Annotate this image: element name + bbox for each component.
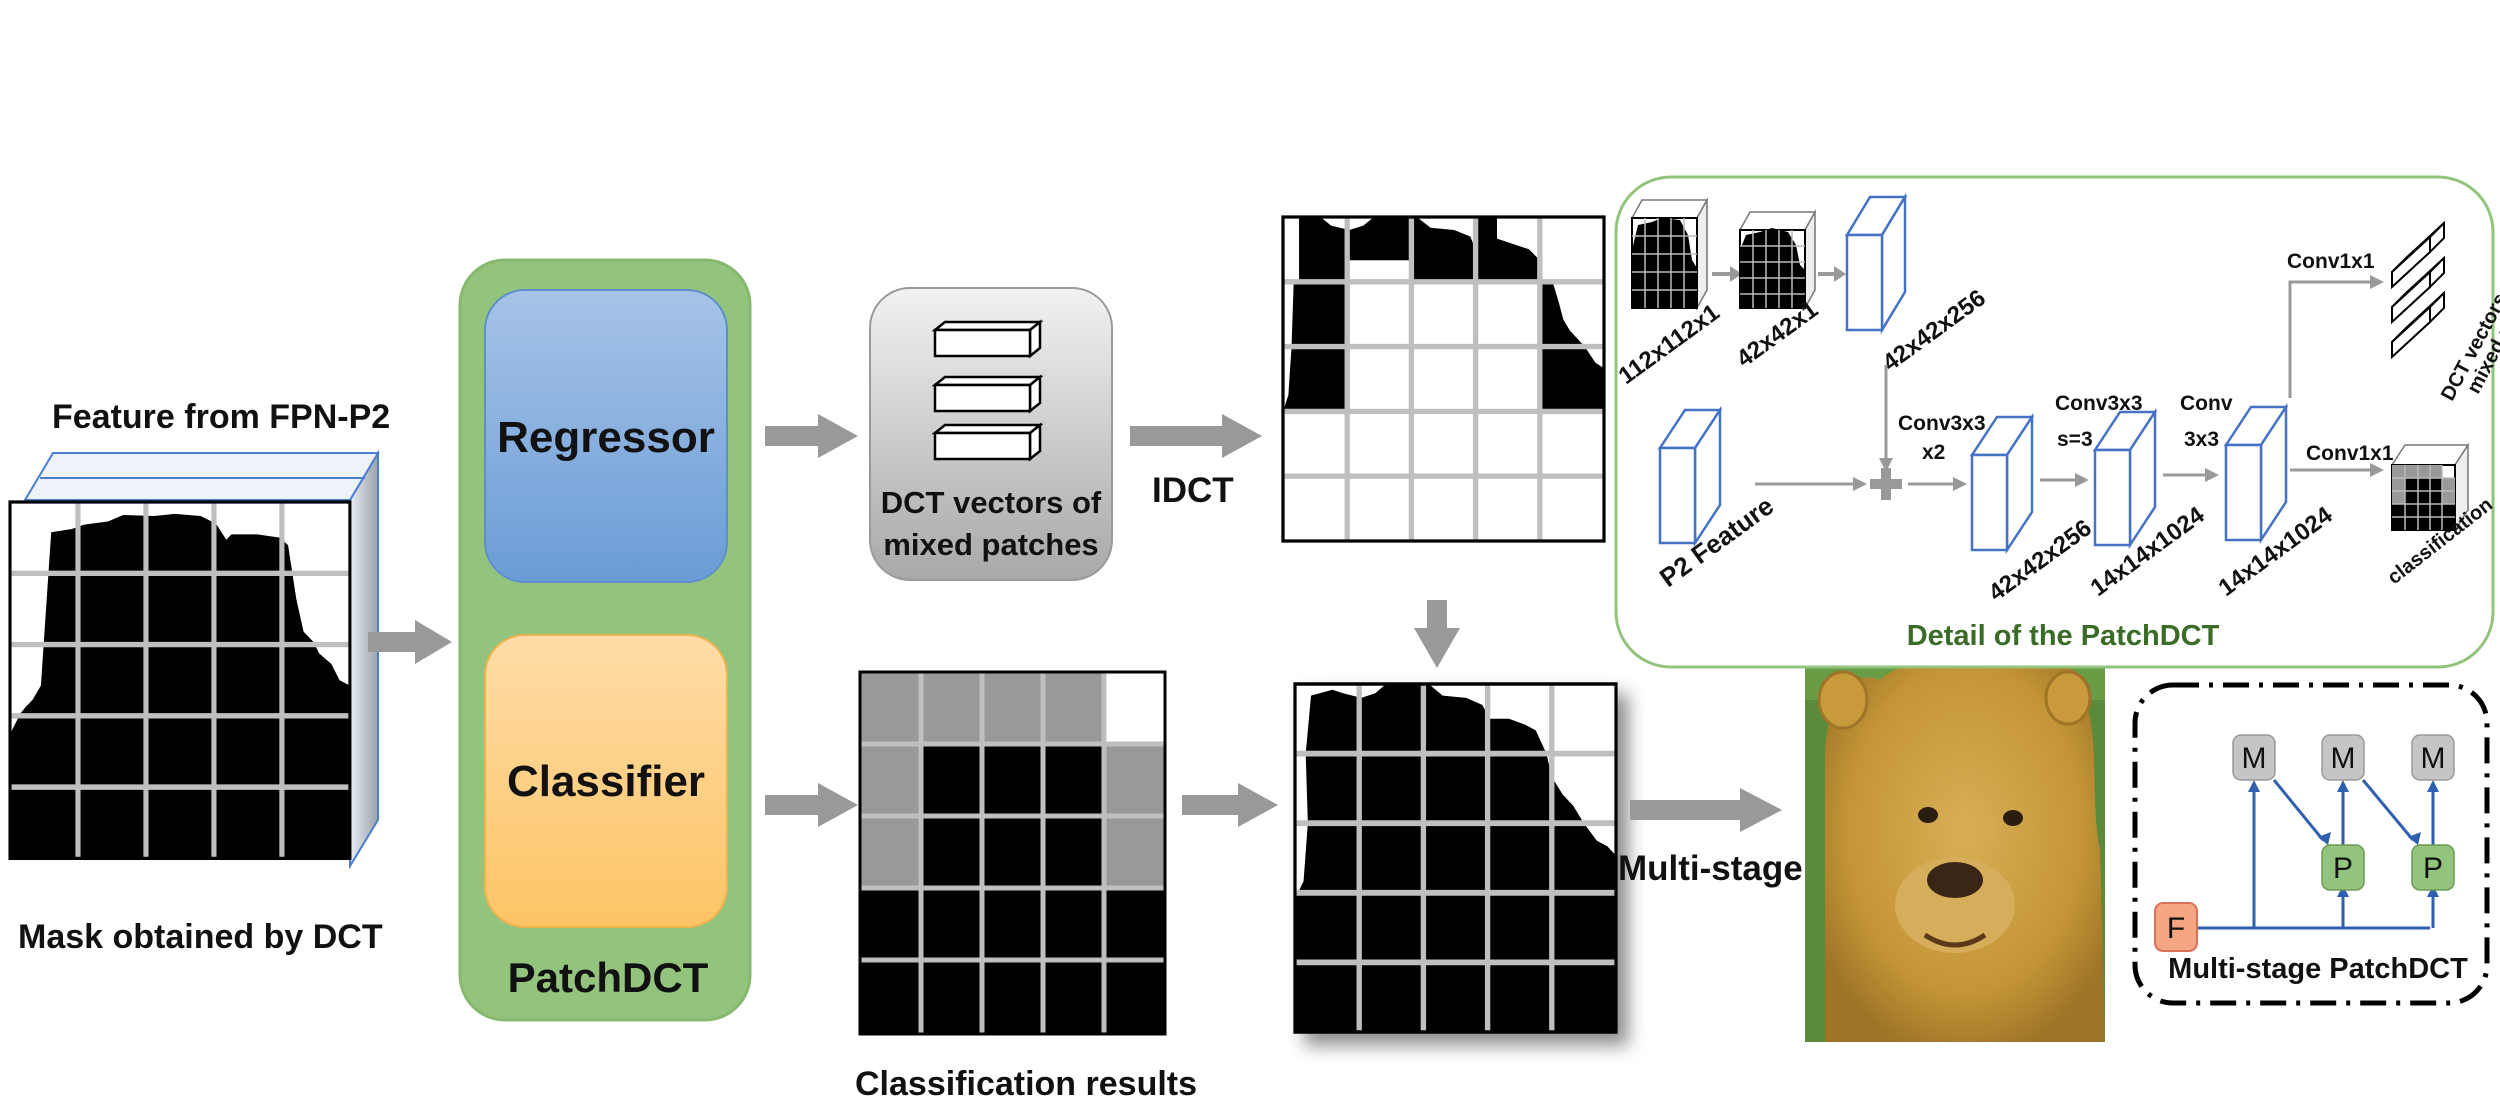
dct-vectors-line2: mixed patches bbox=[883, 527, 1098, 562]
arrow-results-to-final bbox=[1182, 783, 1278, 827]
patchdct-label: PatchDCT bbox=[508, 954, 709, 1001]
mask-obtained-by-dct bbox=[8, 500, 352, 861]
detail-p2-feature-cube bbox=[1657, 405, 1723, 548]
k3x3-label: 3x3 bbox=[2184, 428, 2219, 451]
arrow-multi-stage bbox=[1630, 788, 1782, 832]
detail-title: Detail of the PatchDCT bbox=[1907, 620, 2220, 652]
regressor-label: Regressor bbox=[497, 413, 715, 462]
regressor-box bbox=[484, 289, 728, 583]
detail-cube-14x1024-b bbox=[2223, 402, 2289, 545]
multi-stage-label: Multi-stage bbox=[1618, 849, 1803, 888]
detail-mask-42 bbox=[1738, 209, 1817, 311]
arrow-to-patchdct bbox=[368, 620, 452, 664]
dct-vectors-line1: DCT vectors of bbox=[881, 485, 1102, 520]
arrow-idct bbox=[1130, 414, 1262, 458]
detail-arrow-2 bbox=[1818, 266, 1846, 282]
multistage-p2: P bbox=[2423, 852, 2443, 885]
arrow-regressor-to-dct bbox=[765, 414, 858, 458]
final-mask bbox=[1293, 682, 1618, 1034]
detail-arrow-1 bbox=[1712, 266, 1742, 282]
multistage-m3: M bbox=[2421, 742, 2446, 775]
detail-plus-icon bbox=[1870, 468, 1902, 500]
conv3x3-x2-label: Conv3x3 bbox=[1898, 412, 1986, 435]
multistage-f: F bbox=[2167, 912, 2185, 945]
multistage-p1: P bbox=[2333, 852, 2353, 885]
mask-dct-label: Mask obtained by DCT bbox=[18, 918, 383, 956]
multistage-graph bbox=[2154, 734, 2455, 952]
dct-vector-bars bbox=[931, 319, 1044, 462]
conv-label: Conv bbox=[2180, 392, 2233, 415]
arrow-down-combine bbox=[1414, 600, 1460, 668]
x2-label: x2 bbox=[1922, 441, 1945, 464]
conv3x3-s3-label: Conv3x3 bbox=[2055, 392, 2143, 415]
arrow-classifier-to-results bbox=[765, 783, 858, 827]
detail-cube-42x256-top bbox=[1844, 192, 1908, 335]
detail-mask-112 bbox=[1630, 197, 1709, 311]
fpn-feature-stack bbox=[23, 449, 380, 870]
bear-image bbox=[1805, 640, 2105, 1042]
classifier-label: Classifier bbox=[507, 757, 705, 806]
detail-dct-vectors-stack bbox=[2391, 220, 2445, 360]
detail-cube-14x1024-a bbox=[2092, 407, 2158, 550]
multistage-m2: M bbox=[2331, 742, 2356, 775]
feature-fpn-label: Feature from FPN-P2 bbox=[52, 398, 390, 436]
classification-results-label: Classification results bbox=[855, 1065, 1197, 1103]
classifier-box bbox=[484, 634, 728, 928]
conv1x1-bottom-label: Conv1x1 bbox=[2306, 442, 2394, 465]
s3-label: s=3 bbox=[2057, 428, 2093, 451]
classification-results-grid bbox=[858, 670, 1167, 1036]
multistage-title: Multi-stage PatchDCT bbox=[2168, 953, 2468, 985]
conv1x1-top-label: Conv1x1 bbox=[2287, 250, 2375, 273]
idct-mask bbox=[1281, 215, 1606, 543]
multistage-m1: M bbox=[2242, 742, 2267, 775]
multistage-box bbox=[2132, 682, 2490, 1006]
detail-cube-42x256-bottom bbox=[1969, 412, 2035, 555]
detail-classification-grid bbox=[2390, 442, 2470, 533]
detail-panel bbox=[1614, 175, 2495, 669]
idct-label: IDCT bbox=[1152, 471, 1234, 510]
